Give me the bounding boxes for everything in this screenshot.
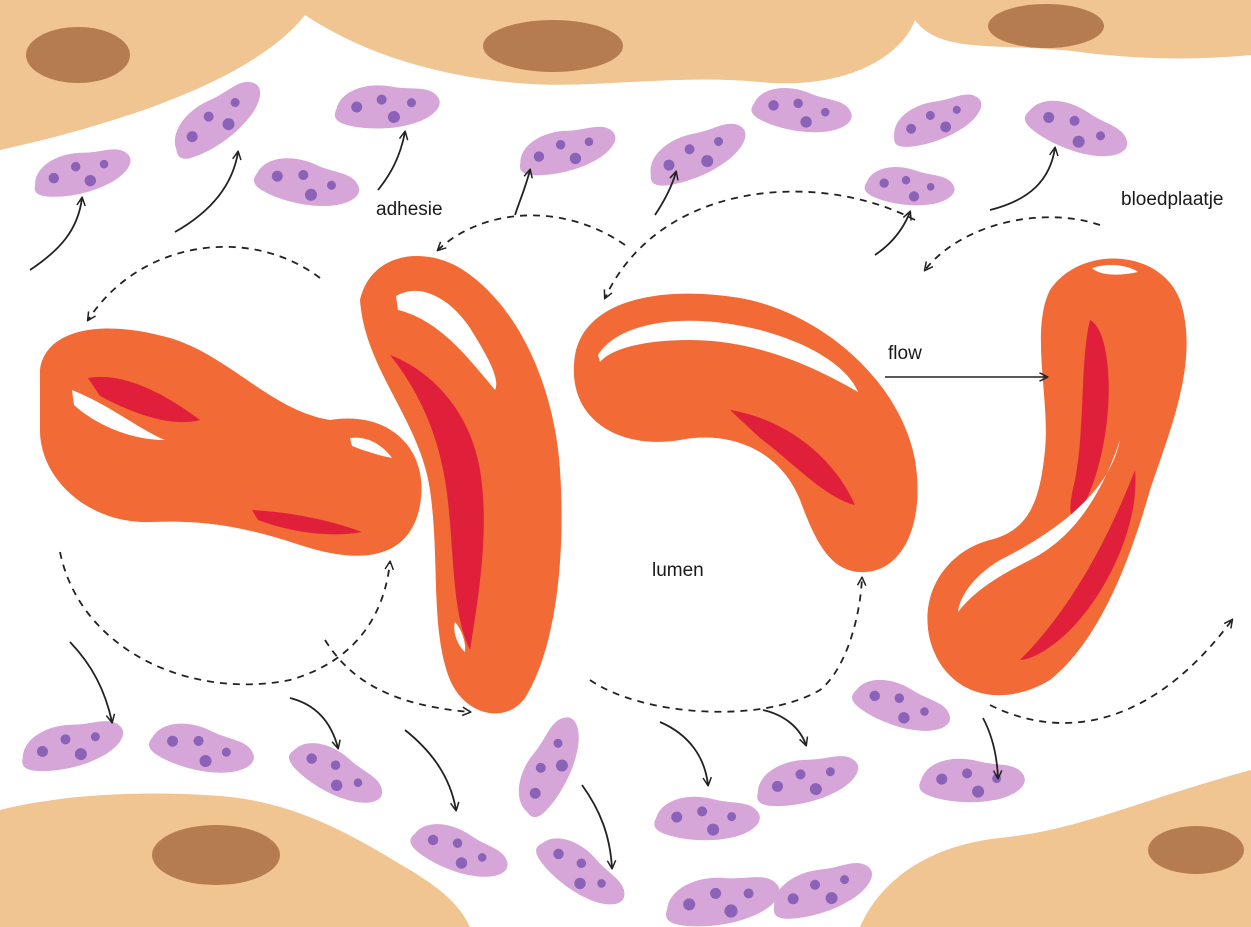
nucleus-top-center (483, 20, 623, 72)
label-bloedplaatje: bloedplaatje (1121, 190, 1223, 209)
platelet (146, 710, 258, 790)
platelet (517, 125, 619, 178)
platelet (768, 860, 877, 922)
platelet (642, 120, 753, 190)
label-lumen: lumen (652, 561, 704, 580)
nucleus-bottom-left (152, 825, 280, 885)
platelet (754, 755, 861, 809)
platelet (918, 751, 1027, 813)
platelet (503, 712, 599, 822)
label-adhesie: adhesie (376, 200, 443, 219)
platelet (251, 146, 363, 223)
red-blood-cell-1 (40, 328, 422, 555)
vessel-wall-bottom (0, 770, 1251, 927)
platelet (862, 158, 957, 217)
platelet (19, 720, 126, 774)
platelet (666, 877, 779, 926)
platelet (888, 92, 987, 151)
nucleus-top-left (26, 27, 130, 83)
platelet (653, 789, 762, 851)
red-blood-cell-4 (927, 258, 1186, 695)
platelet (1021, 85, 1133, 175)
label-flow: flow (888, 344, 922, 363)
platelet (32, 148, 133, 199)
platelet (334, 80, 441, 135)
platelet (749, 77, 855, 148)
nucleus-top-right (988, 4, 1104, 48)
platelet (848, 666, 955, 750)
platelet (531, 823, 630, 922)
nucleus-bottom-right (1148, 826, 1244, 874)
red-blood-cell-3 (574, 294, 918, 572)
